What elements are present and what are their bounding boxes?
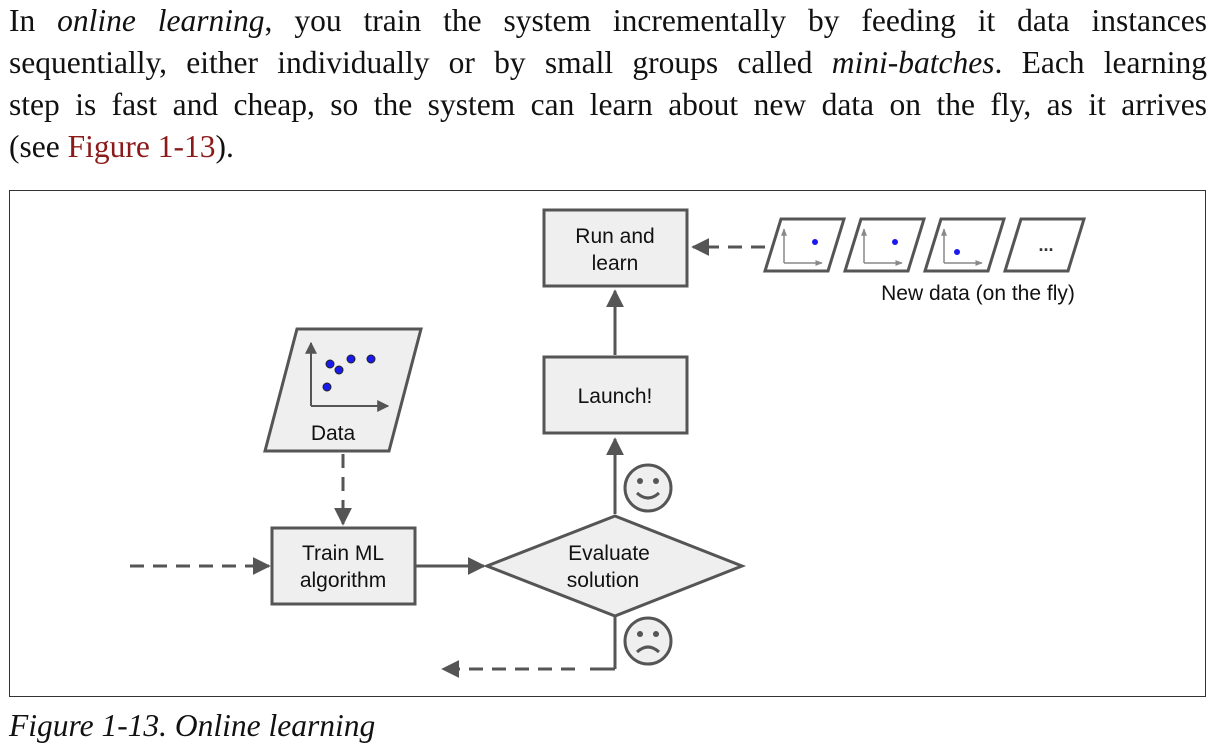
new-data-point-1 [812,239,818,245]
data-label: Data [311,422,356,445]
paragraph-line-1: In online learning, you train the system… [9,3,1207,38]
new-data-panel-ellipsis: ... [1002,217,1087,273]
paragraph-line-3: step is fast and cheap, so the system ca… [9,87,1207,122]
intro-paragraph: In online learning, you train the system… [9,0,1207,168]
evaluate-label-line1: Evaluate [568,542,650,565]
new-data-panel-2 [842,217,927,273]
new-data-point-3 [954,249,960,255]
data-point-4 [366,354,376,364]
new-data-point-2 [892,239,898,245]
data-point-5 [322,382,332,392]
new-data-panel-3 [922,217,1007,273]
evaluate-decision: Evaluate solution [482,514,747,618]
happy-face-icon [623,463,673,513]
data-point-2 [334,365,344,375]
ellipsis-label: ... [1038,235,1053,255]
launch-label: Launch! [578,385,653,408]
emphasis-online-learning: online learning [57,3,265,38]
evaluate-label-line2: solution [567,569,639,592]
train-label-line1: Train ML [302,542,384,565]
launch-box: Launch! [542,355,689,435]
train-ml-box: Train ML algorithm [270,526,417,606]
run-and-learn-box: Run and learn [542,208,689,288]
paragraph-line-2: sequentially, either individually or by … [9,45,1207,80]
data-point-3 [346,354,356,364]
figure-caption: Figure 1-13. Online learning [9,708,376,743]
train-label-line2: algorithm [300,569,386,592]
emphasis-mini-batches: mini-batches [831,45,995,80]
sad-face-icon [623,616,673,666]
paragraph-line-4: (see Figure 1-13). [9,129,234,164]
new-data-label: New data (on the fly) [881,282,1075,305]
data-store: Data [263,327,423,453]
online-learning-diagram: Run and learn ... New data (on [9,190,1206,697]
new-data-panel-1 [762,217,847,273]
figure-reference-link[interactable]: Figure 1-13 [67,129,216,164]
run-and-learn-label-line1: Run and [575,225,654,248]
run-and-learn-label-line2: learn [592,252,639,275]
data-point-1 [325,359,335,369]
